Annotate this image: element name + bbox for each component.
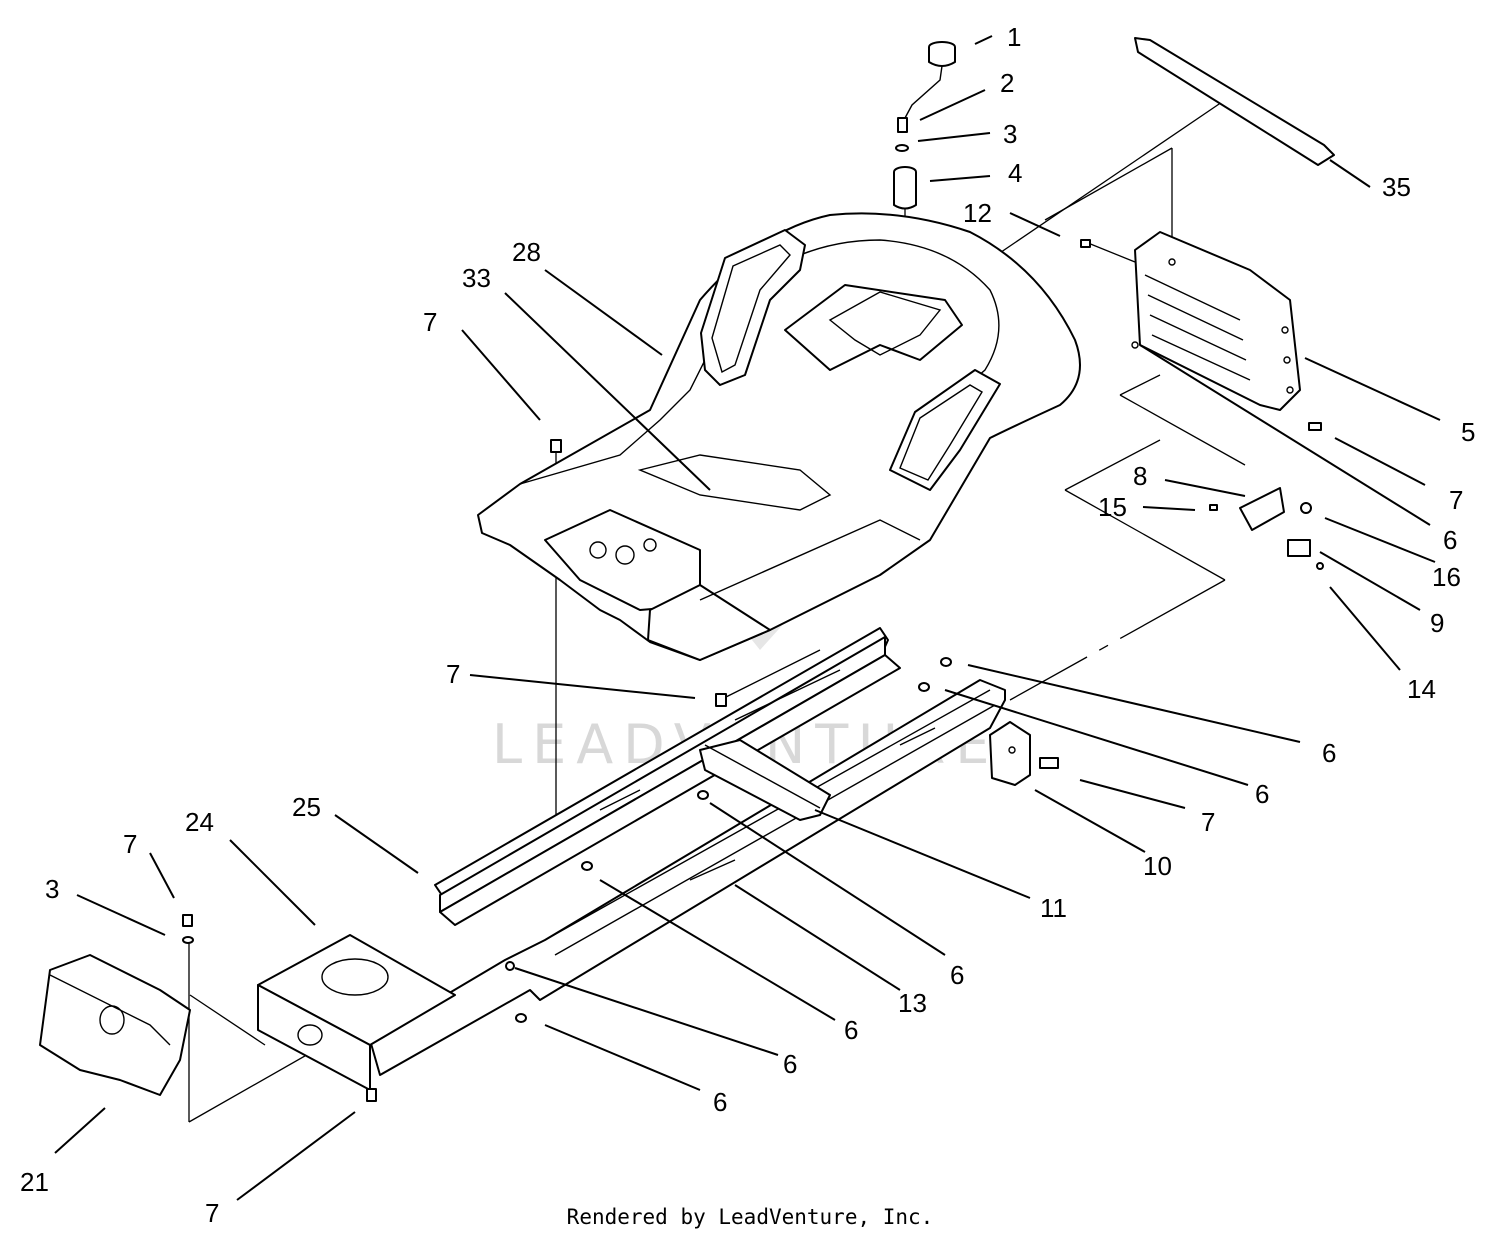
callout-24: 24 xyxy=(185,807,214,837)
screw-12 xyxy=(1080,239,1091,248)
rear-bracket xyxy=(1131,231,1301,411)
callout-25: 25 xyxy=(292,792,321,822)
callout-28: 28 xyxy=(512,237,541,267)
callout-6-right: 6 xyxy=(1443,525,1457,555)
callout-21: 21 xyxy=(20,1167,49,1197)
callout-7-right: 7 xyxy=(1449,485,1463,515)
callout-6-d: 6 xyxy=(844,1015,858,1045)
callout-12: 12 xyxy=(963,198,992,228)
callout-11: 11 xyxy=(1040,893,1067,923)
footer-credit: Rendered by LeadVenture, Inc. xyxy=(566,1205,934,1229)
nut-14 xyxy=(1316,562,1324,570)
callout-33: 33 xyxy=(462,263,491,293)
callout-7-mid: 7 xyxy=(446,659,460,689)
screw-15 xyxy=(1209,504,1218,511)
nut-16 xyxy=(1300,502,1312,514)
callout-13: 13 xyxy=(898,988,927,1018)
fender-deck xyxy=(477,212,1081,661)
callout-6-f: 6 xyxy=(713,1087,727,1117)
callout-15: 15 xyxy=(1098,492,1127,522)
callout-9: 9 xyxy=(1430,608,1444,638)
frame-rail-left xyxy=(434,627,901,926)
cross-bracket xyxy=(699,739,831,821)
callout-35: 35 xyxy=(1382,172,1411,202)
callout-14: 14 xyxy=(1407,674,1436,704)
callout-4: 4 xyxy=(1008,158,1022,188)
screw-7-right xyxy=(1308,422,1322,431)
washer xyxy=(895,144,909,152)
angle-bracket xyxy=(989,721,1059,786)
callout-16: 16 xyxy=(1432,562,1461,592)
callout-6-e: 6 xyxy=(783,1049,797,1079)
hardware xyxy=(182,439,952,1102)
switch-bracket xyxy=(1239,487,1285,531)
leader-lines xyxy=(54,35,1441,1201)
callout-7-bracket: 7 xyxy=(1201,807,1215,837)
callout-7-left: 7 xyxy=(123,829,137,859)
callout-10: 10 xyxy=(1143,851,1172,881)
switch-9 xyxy=(1287,539,1311,557)
callout-6-c: 6 xyxy=(950,960,964,990)
callout-7-bottom: 7 xyxy=(205,1198,219,1228)
front-cover xyxy=(39,954,191,1096)
mount-plate xyxy=(257,934,456,1091)
callout-3-left: 3 xyxy=(45,874,59,904)
callouts: 1 2 3 4 35 12 28 33 7 5 7 8 15 6 16 9 14… xyxy=(20,22,1475,1228)
callout-3: 3 xyxy=(1003,119,1017,149)
callout-6-a: 6 xyxy=(1322,738,1336,768)
callout-5: 5 xyxy=(1461,417,1475,447)
screw xyxy=(897,117,908,133)
screw-7-bracket xyxy=(1039,757,1059,769)
frame-rail-right xyxy=(369,679,1006,1076)
callout-2: 2 xyxy=(1000,68,1014,98)
callout-6-b: 6 xyxy=(1255,779,1269,809)
callout-7-top: 7 xyxy=(423,307,437,337)
callout-8: 8 xyxy=(1133,461,1147,491)
spacer xyxy=(893,166,917,210)
rear-strip xyxy=(1134,37,1335,166)
seat-knob xyxy=(904,41,956,119)
callout-1: 1 xyxy=(1007,22,1021,52)
